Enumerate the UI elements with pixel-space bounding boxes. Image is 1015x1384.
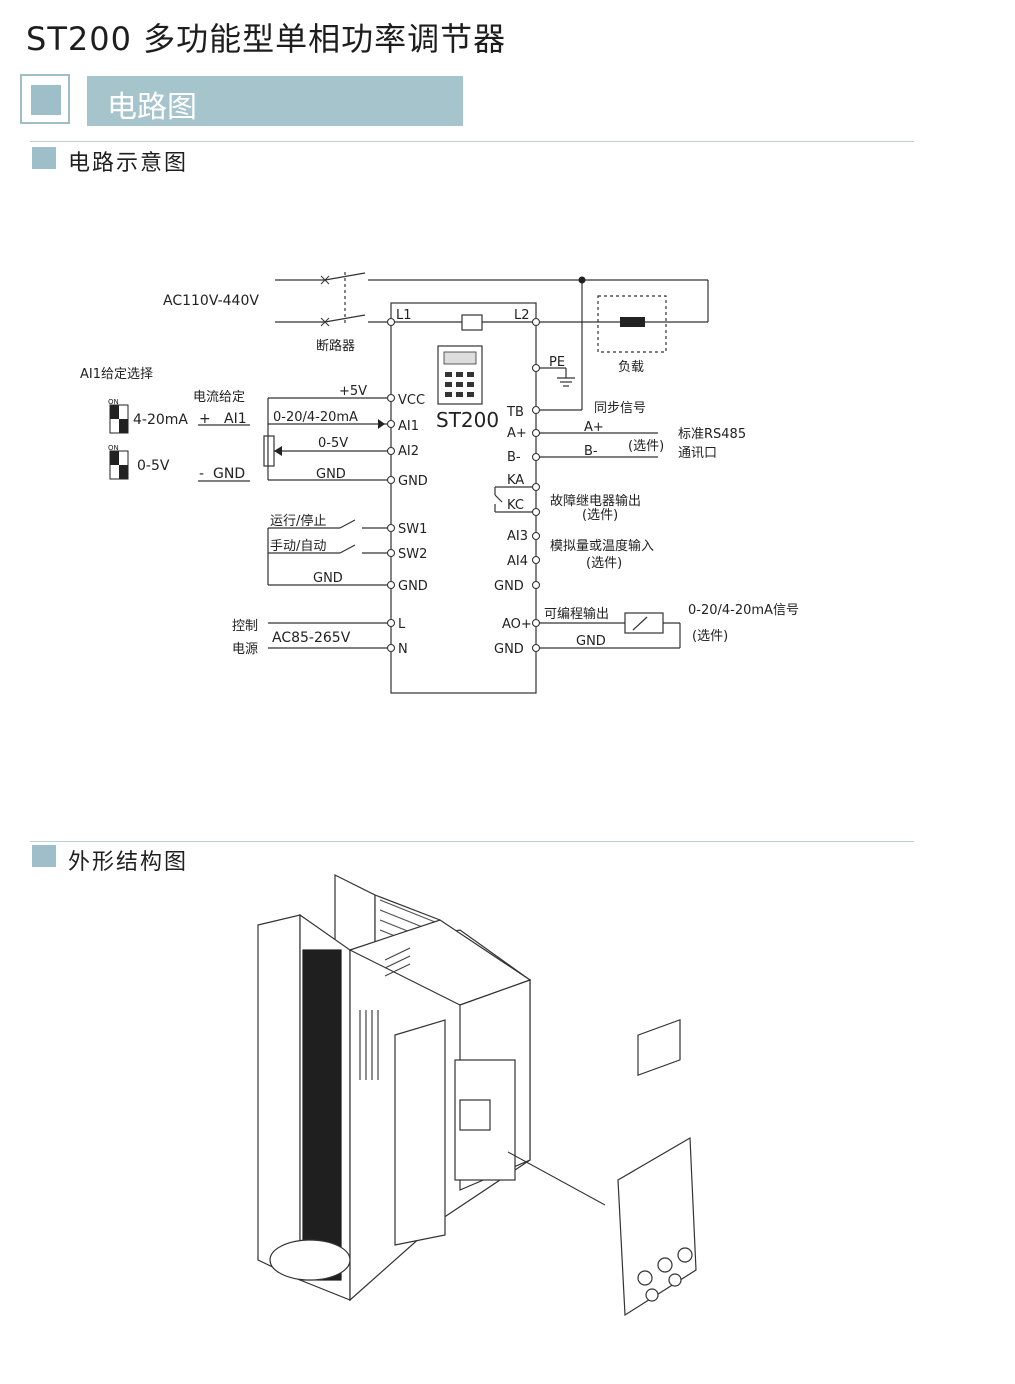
current-given-label: 电流给定 [193, 390, 245, 405]
range-voltage-label: 0-5V [318, 436, 348, 451]
terminal-b-minus: B- [507, 450, 521, 465]
section-tab-label: 电路图 [107, 90, 197, 125]
plus5v-label: +5V [339, 384, 367, 399]
terminal-l: L [398, 617, 406, 632]
manual-auto-label: 手动/自动 [270, 539, 326, 554]
section-title-structure: 外形结构图 [68, 850, 189, 875]
l1-label: L1 [396, 308, 412, 323]
fault-relay-label: 故障继电器输出 [550, 493, 641, 509]
divider [30, 841, 914, 842]
terminal-ka: KA [507, 473, 524, 488]
device-label: ST200 [436, 408, 499, 432]
terminal-tb: TB [506, 405, 524, 420]
terminal-sw2: SW2 [398, 547, 427, 562]
terminal-gnd: GND [494, 642, 524, 657]
section-tab-bar: 电路图 [87, 76, 463, 126]
terminal-n: N [398, 642, 408, 657]
terminal-ai2: AI2 [398, 444, 419, 459]
signal-out-label: 0-20/4-20mA信号 [688, 603, 799, 618]
breaker-label: 断路器 [316, 338, 355, 354]
minus-label: - [199, 466, 204, 482]
rs485-port-label: 通讯口 [678, 446, 717, 461]
sync-signal-label: 同步信号 [594, 401, 646, 416]
terminal-ai3: AI3 [507, 529, 528, 544]
supply-label: AC110V-440V [163, 293, 259, 309]
dip-on-label: ON [108, 444, 119, 452]
load-label: 负载 [618, 360, 644, 375]
section-marker [32, 845, 56, 867]
ac85-label: AC85-265V [272, 630, 351, 646]
terminal-sw1: SW1 [398, 522, 427, 537]
power-label: 电源 [232, 642, 258, 657]
plus-label: + [199, 411, 211, 427]
terminal-gnd: GND [398, 579, 428, 594]
range-current-label: 0-20/4-20mA [273, 410, 358, 425]
gnd-source-label: GND [213, 466, 245, 482]
rs485-label: 标准RS485 [678, 427, 746, 442]
gnd-line-label: GND [313, 571, 343, 586]
optional-label: (选件) [628, 439, 664, 454]
gnd-line-label: GND [576, 634, 606, 649]
dip-switch-icon [109, 404, 129, 480]
opt-current-label: 4-20mA [133, 412, 188, 428]
section-title-circuit: 电路示意图 [68, 151, 189, 176]
pe-label: PE [549, 355, 565, 370]
prog-output-label: 可编程输出 [544, 606, 609, 622]
ai1-source-label: AI1 [224, 411, 247, 427]
device-outline-drawing [257, 874, 697, 1317]
l2-label: L2 [514, 308, 530, 323]
optional-label: (选件) [692, 629, 728, 644]
circuit-diagram: AC110V-440V 断路器 负载 L1 L2 PE ST200 AI1给定选… [80, 272, 799, 694]
divider [30, 141, 914, 142]
terminal-vcc: VCC [398, 393, 425, 408]
keypad-icon [437, 345, 483, 405]
terminal-ai1: AI1 [398, 419, 419, 434]
run-stop-label: 运行/停止 [270, 513, 326, 529]
a-plus-line-label: A+ [584, 420, 604, 435]
b-minus-line-label: B- [584, 444, 598, 459]
terminal-a-plus: A+ [507, 426, 527, 441]
section-marker [32, 147, 56, 169]
page-title: ST200 多功能型单相功率调节器 [26, 20, 507, 58]
opt-voltage-label: 0-5V [137, 458, 170, 474]
gnd-line-label: GND [316, 467, 346, 482]
terminal-ao-plus: AO+ [502, 617, 532, 632]
ai1-select-label: AI1给定选择 [80, 367, 153, 382]
optional-label: (选件) [586, 556, 622, 571]
analog-temp-label: 模拟量或温度输入 [550, 538, 654, 554]
dip-on-label: ON [108, 398, 119, 406]
control-label: 控制 [232, 619, 258, 634]
terminal-gnd: GND [494, 579, 524, 594]
section-tab-square [20, 74, 70, 124]
terminal-gnd: GND [398, 474, 428, 489]
terminal-kc: KC [507, 498, 524, 513]
terminal-ai4: AI4 [507, 554, 528, 569]
optional-label: (选件) [582, 508, 618, 523]
